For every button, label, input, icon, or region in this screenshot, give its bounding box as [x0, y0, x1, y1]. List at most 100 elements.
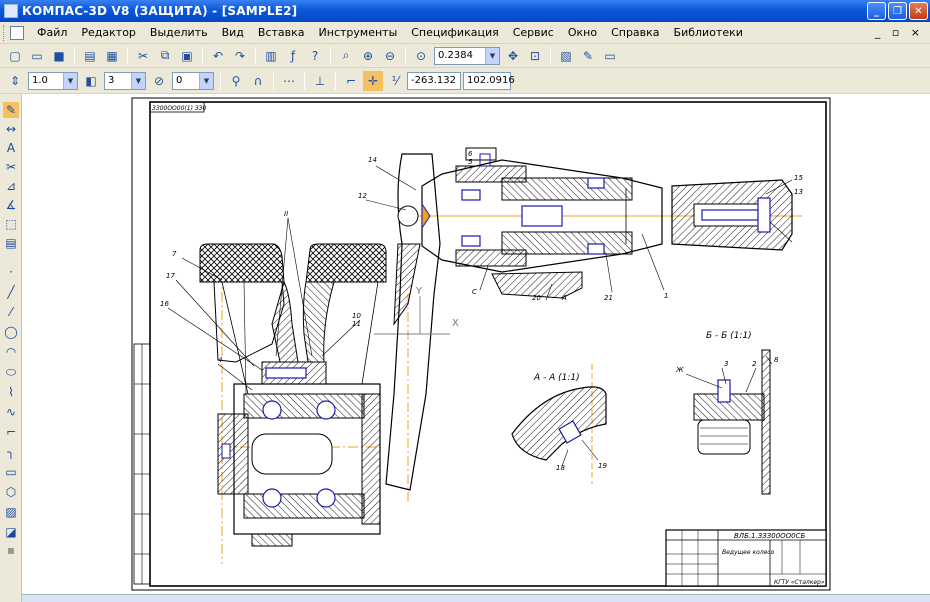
- panel-icon[interactable]: ▭: [604, 48, 616, 63]
- snap-icon[interactable]: ⚲: [231, 73, 241, 88]
- redo-icon[interactable]: ↷: [234, 48, 246, 63]
- toolbar-grip[interactable]: [3, 24, 7, 41]
- cursor-coords-icon[interactable]: ✛: [363, 70, 383, 91]
- print-icon[interactable]: ▤: [84, 48, 96, 63]
- fillet-icon[interactable]: ╮: [7, 445, 15, 459]
- pan-icon[interactable]: ✥: [507, 48, 519, 63]
- menu-libraries[interactable]: Библиотеки: [673, 26, 743, 39]
- callout-1: 1: [664, 292, 668, 300]
- sheet-stamp-top: ЗЗ00ОО00(1) ЗЗ0: [152, 105, 207, 112]
- cut-icon[interactable]: ✂: [137, 48, 149, 63]
- menu-select[interactable]: Выделить: [149, 26, 208, 39]
- select-icon[interactable]: ⬚: [5, 217, 17, 231]
- status-bar: [22, 594, 930, 602]
- zoom-scale-icon[interactable]: ⊙: [415, 48, 427, 63]
- properties-icon[interactable]: ▥: [265, 48, 277, 63]
- view-b-b: Б - Б (1:1): [693, 331, 771, 495]
- view-a-a: А - А (1:1): [511, 373, 607, 467]
- copy-icon[interactable]: ⧉: [160, 48, 170, 62]
- ellipse-icon[interactable]: ⬭: [5, 364, 17, 379]
- hatch-icon[interactable]: ▨: [5, 505, 17, 519]
- callout-18: 18: [556, 464, 565, 472]
- coord-x-field[interactable]: -263.132: [407, 71, 461, 90]
- show-all-icon[interactable]: ⊡: [529, 48, 541, 63]
- callout-7: 7: [172, 250, 177, 258]
- polyline-icon[interactable]: ⌇: [8, 385, 14, 399]
- layer-combo[interactable]: 3 ▼: [104, 71, 146, 90]
- leader-lines: [167, 165, 793, 393]
- mdi-controls[interactable]: _ ▫ ×: [874, 26, 924, 39]
- style-combo[interactable]: 0 ▼: [172, 71, 214, 90]
- menu-help[interactable]: Справка: [611, 26, 660, 39]
- menu-insert[interactable]: Вставка: [257, 26, 305, 39]
- coordinate-indicator: Y X: [415, 286, 459, 335]
- step-combo[interactable]: 1.0 ▼: [28, 71, 78, 90]
- layer-icon[interactable]: ◧: [85, 73, 97, 88]
- chamfer-icon[interactable]: ⌐: [5, 425, 17, 439]
- app-icon: [4, 4, 18, 18]
- undo-icon[interactable]: ↶: [212, 48, 224, 63]
- magnet-icon[interactable]: ∩: [253, 73, 263, 88]
- local-cs-icon[interactable]: ⊥: [314, 73, 326, 88]
- ortho-icon[interactable]: ⌐: [345, 73, 357, 88]
- callout-numbers: 14 12 17 16 7 II 10 11 6 5 15 13 1 21 20…: [160, 150, 803, 472]
- zoom-out-icon[interactable]: ⊖: [384, 48, 396, 63]
- zoom-combo[interactable]: 0.2384 ▼: [434, 46, 500, 65]
- layers-icon[interactable]: ▧: [560, 48, 572, 63]
- menu-specification[interactable]: Спецификация: [411, 26, 499, 39]
- zoom-window-icon[interactable]: ⌕: [342, 48, 350, 62]
- chevron-down-icon[interactable]: ▼: [485, 47, 499, 64]
- menu-service[interactable]: Сервис: [512, 26, 554, 39]
- edit-icon[interactable]: ✂: [5, 160, 17, 174]
- menu-file[interactable]: Файл: [37, 26, 68, 39]
- upper-housing: [421, 147, 663, 299]
- stop-icon[interactable]: ▪: [6, 543, 16, 557]
- variables-icon[interactable]: ƒ: [290, 48, 296, 63]
- rectangle-icon[interactable]: ▭: [5, 465, 17, 479]
- minimize-button[interactable]: _: [867, 2, 886, 20]
- grid-icon[interactable]: ⋯: [283, 73, 295, 88]
- segment-icon[interactable]: ⁄: [9, 305, 12, 319]
- collect-contour-icon[interactable]: ◪: [5, 525, 17, 539]
- close-button[interactable]: ✕: [909, 2, 928, 20]
- bezier-icon[interactable]: ∿: [5, 405, 17, 419]
- menu-view[interactable]: Вид: [221, 26, 244, 39]
- zoom-value: 0.2384: [438, 50, 473, 61]
- notation-icon[interactable]: A: [6, 141, 16, 155]
- arc-icon[interactable]: ◠: [5, 345, 17, 359]
- callout-2: 2: [752, 360, 757, 368]
- style-icon[interactable]: ⊘: [153, 73, 165, 88]
- geometry-icon[interactable]: ✎: [3, 102, 19, 118]
- print-preview-icon[interactable]: ▦: [106, 48, 118, 63]
- aux-line-icon[interactable]: ╱: [7, 285, 15, 299]
- circle-icon[interactable]: ◯: [4, 325, 18, 339]
- document-icon[interactable]: [10, 25, 24, 40]
- measure-icon[interactable]: ∡: [5, 198, 17, 212]
- dimensions-icon[interactable]: ↔: [5, 122, 17, 136]
- chevron-down-icon[interactable]: ▼: [199, 72, 213, 89]
- restore-button[interactable]: ❐: [888, 2, 907, 20]
- callout-a: А: [561, 294, 567, 302]
- menu-editor[interactable]: Редактор: [81, 26, 136, 39]
- drawing-canvas[interactable]: ЗЗ00ОО00(1) ЗЗ0: [22, 94, 930, 594]
- title-block: ВЛБ.1.ЗЗЗ00ОО0СБ Ведущее колесо КГТУ «Ст…: [665, 529, 827, 587]
- open-folder-icon[interactable]: ▭: [31, 48, 43, 63]
- chevron-down-icon[interactable]: ▼: [131, 72, 145, 89]
- menu-window[interactable]: Окно: [567, 26, 598, 39]
- parameterize-icon[interactable]: ⊿: [5, 179, 17, 193]
- coord-y-field[interactable]: 102.0916: [463, 71, 515, 90]
- help-icon[interactable]: ?: [311, 48, 319, 63]
- new-file-icon[interactable]: ▢: [9, 48, 21, 63]
- style-value: 0: [176, 75, 183, 86]
- save-icon[interactable]: ■: [53, 48, 65, 63]
- menu-tools[interactable]: Инструменты: [318, 26, 398, 39]
- zoom-in-icon[interactable]: ⊕: [362, 48, 374, 63]
- spec-icon[interactable]: ▤: [5, 236, 17, 250]
- rebuild-icon[interactable]: ✎: [582, 48, 594, 63]
- step-icon[interactable]: ⇕: [9, 73, 21, 88]
- paste-icon[interactable]: ▣: [181, 48, 193, 63]
- callout-13: 13: [794, 188, 803, 196]
- point-icon[interactable]: ·: [9, 265, 13, 279]
- polygon-icon[interactable]: ⬡: [5, 485, 17, 499]
- chevron-down-icon[interactable]: ▼: [63, 72, 77, 89]
